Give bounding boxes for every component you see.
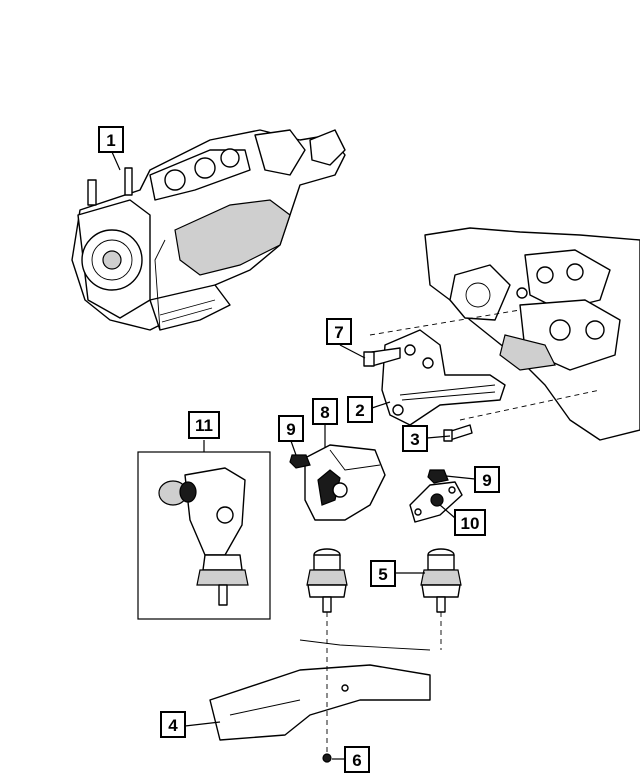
callout-3-label: 3 — [410, 430, 419, 449]
engine-mount-left — [306, 548, 348, 613]
callout-11: 11 — [188, 411, 220, 439]
callout-10: 10 — [454, 509, 486, 536]
callout-6-label: 6 — [352, 751, 361, 770]
callout-7-label: 7 — [334, 323, 343, 342]
leader-lines — [111, 151, 476, 760]
callout-11-label: 11 — [195, 416, 213, 435]
callout-3: 3 — [402, 425, 428, 452]
callout-9-right-label: 9 — [482, 471, 491, 490]
engine-block-left — [71, 129, 346, 331]
callout-4-label: 4 — [168, 716, 178, 735]
callout-4: 4 — [160, 711, 186, 738]
mount-bracket — [381, 329, 506, 426]
callout-9-left-label: 9 — [286, 420, 295, 439]
mount-plate-10 — [409, 481, 463, 523]
callout-9-right: 9 — [474, 466, 500, 493]
bolt-7 — [363, 347, 401, 367]
callout-5: 5 — [370, 560, 396, 587]
callout-6: 6 — [344, 746, 370, 773]
callout-5-label: 5 — [378, 565, 387, 584]
callout-10-label: 10 — [461, 514, 480, 533]
callout-9-left: 9 — [278, 415, 304, 442]
nut-9-right — [427, 469, 449, 484]
nut-9-left — [289, 454, 311, 469]
callout-2-label: 2 — [355, 401, 364, 420]
callout-1-label: 1 — [106, 131, 115, 150]
callout-8-label: 8 — [320, 403, 329, 422]
frame-rail — [209, 612, 442, 763]
mount-bracket-8 — [304, 444, 386, 521]
bolt-3 — [443, 424, 473, 442]
engine-block-right — [369, 227, 640, 441]
engine-mount-right — [420, 548, 462, 613]
assembly-inset — [137, 451, 271, 620]
callout-7: 7 — [326, 318, 352, 345]
callout-2: 2 — [347, 396, 373, 423]
callout-1: 1 — [98, 126, 124, 153]
callout-8: 8 — [312, 398, 338, 425]
